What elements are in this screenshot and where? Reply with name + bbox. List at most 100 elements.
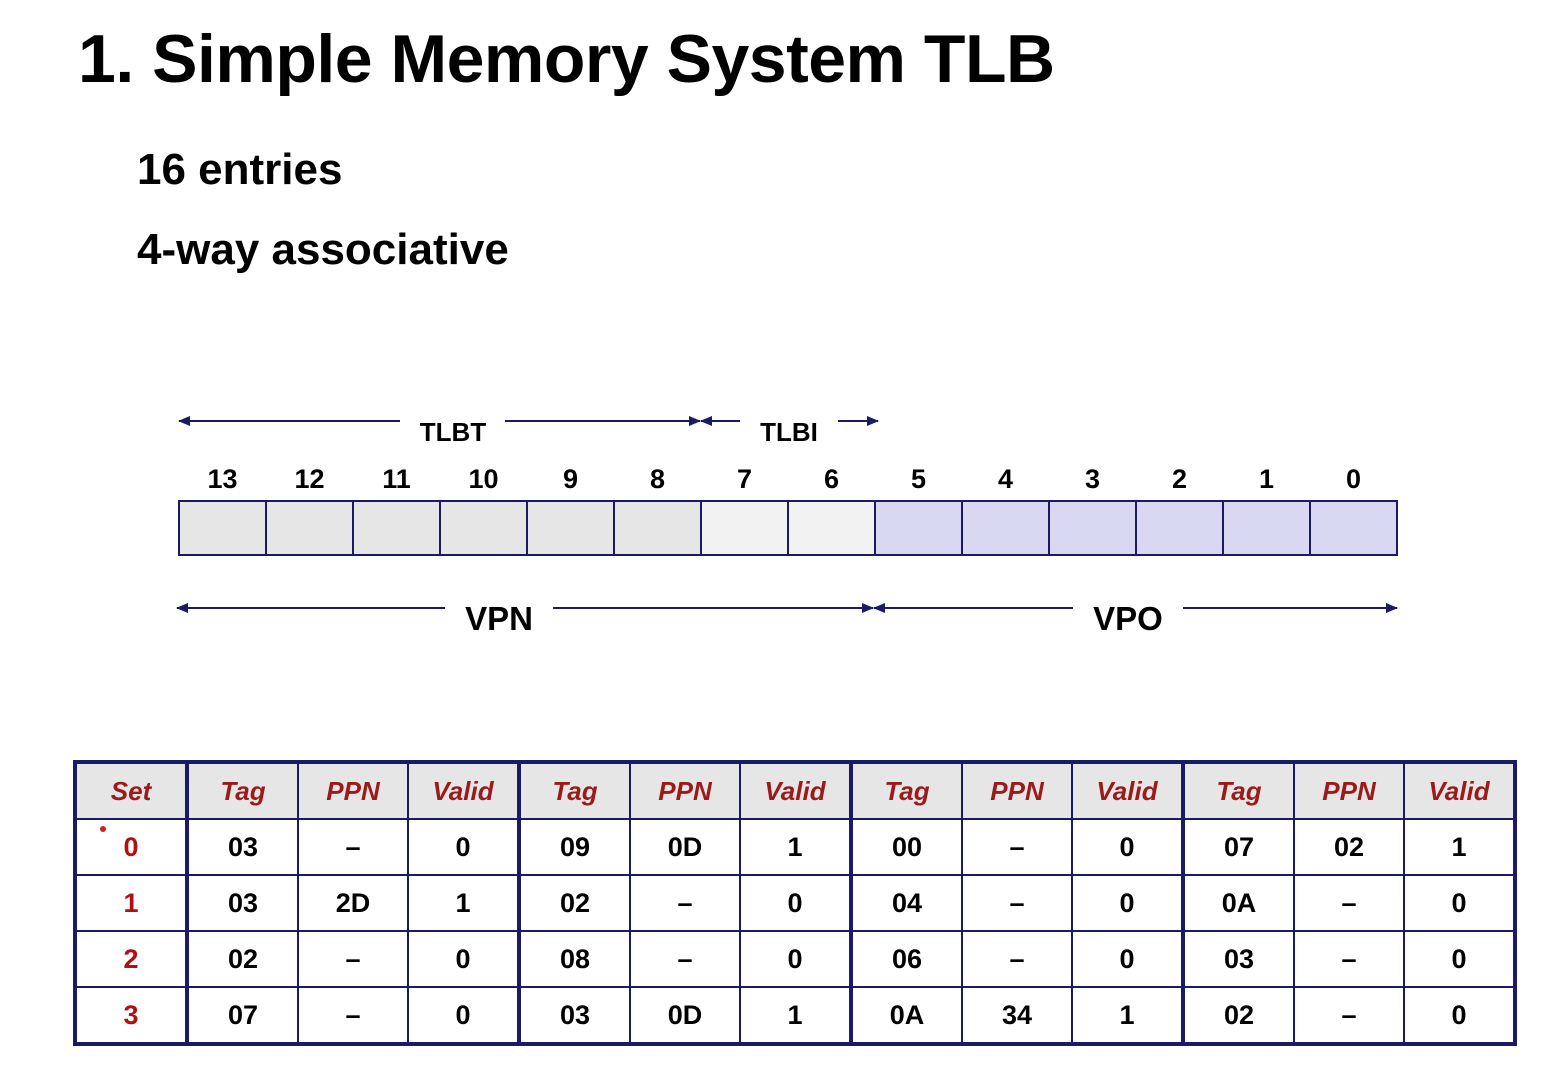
bit-number-4: 4 bbox=[998, 464, 1013, 494]
laser-dot bbox=[100, 826, 106, 832]
table-cell: – bbox=[1293, 874, 1405, 932]
table-cell: 02 bbox=[1293, 818, 1405, 876]
bit-cell-13 bbox=[178, 500, 267, 556]
table-cell: 02 bbox=[1182, 986, 1295, 1045]
tlbi-label: TLBI bbox=[760, 417, 818, 447]
col-header-valid: Valid bbox=[407, 761, 521, 820]
set-index-cell: 3 bbox=[74, 986, 189, 1045]
tlbt-label: TLBT bbox=[420, 417, 487, 447]
col-header-ppn: PPN bbox=[629, 761, 741, 820]
bit-cell-0 bbox=[1309, 500, 1398, 556]
col-header-tag: Tag bbox=[518, 761, 631, 820]
bit-number-10: 10 bbox=[468, 464, 498, 494]
col-header-valid: Valid bbox=[739, 761, 853, 820]
col-header-tag: Tag bbox=[1182, 761, 1295, 820]
table-cell: – bbox=[297, 986, 409, 1045]
table-cell: 0 bbox=[1403, 986, 1516, 1045]
bit-cell-3 bbox=[1048, 500, 1137, 556]
table-cell: 2D bbox=[297, 874, 409, 932]
bit-cell-2 bbox=[1135, 500, 1224, 556]
table-cell: 0 bbox=[407, 986, 521, 1045]
bit-cell-9 bbox=[526, 500, 615, 556]
table-cell: 0 bbox=[1071, 874, 1185, 932]
table-cell: – bbox=[961, 930, 1073, 988]
table-cell: – bbox=[961, 874, 1073, 932]
vpo-arrow: VPO bbox=[873, 600, 1398, 637]
table-cell: – bbox=[1293, 930, 1405, 988]
table-cell: 1 bbox=[1403, 818, 1516, 876]
table-cell: 04 bbox=[850, 874, 963, 932]
table-cell: – bbox=[297, 930, 409, 988]
set-index-cell: 2 bbox=[74, 930, 189, 988]
bit-number-6: 6 bbox=[824, 464, 839, 494]
tlbt-arrow: TLBT bbox=[178, 416, 701, 447]
table-cell: 02 bbox=[518, 874, 631, 932]
table-cell: – bbox=[1293, 986, 1405, 1045]
vpn-label: VPN bbox=[465, 600, 533, 637]
bit-number-3: 3 bbox=[1085, 464, 1100, 494]
col-header-valid: Valid bbox=[1071, 761, 1185, 820]
bit-cell-11 bbox=[352, 500, 441, 556]
table-cell: 0 bbox=[1403, 874, 1516, 932]
table-cell: 0A bbox=[850, 986, 963, 1045]
col-header-set: Set bbox=[74, 761, 189, 820]
bit-number-5: 5 bbox=[911, 464, 926, 494]
table-cell: – bbox=[629, 930, 741, 988]
col-header-tag: Tag bbox=[850, 761, 963, 820]
tlbi-arrow: TLBI bbox=[700, 416, 879, 447]
bit-number-9: 9 bbox=[563, 464, 578, 494]
page-title: 1. Simple Memory System TLB bbox=[78, 21, 1055, 97]
bit-cell-12 bbox=[265, 500, 354, 556]
col-header-ppn: PPN bbox=[297, 761, 409, 820]
table-cell: 0 bbox=[1071, 930, 1185, 988]
bit-cell-8 bbox=[613, 500, 702, 556]
table-cell: – bbox=[629, 874, 741, 932]
table-cell: 03 bbox=[186, 818, 299, 876]
table-cell: 06 bbox=[850, 930, 963, 988]
bit-cells bbox=[178, 500, 1398, 556]
bit-number-2: 2 bbox=[1172, 464, 1187, 494]
bit-number-13: 13 bbox=[207, 464, 237, 494]
set-index-cell: 1 bbox=[74, 874, 189, 932]
bit-number-7: 7 bbox=[737, 464, 752, 494]
table-cell: 0 bbox=[1403, 930, 1516, 988]
bit-number-0: 0 bbox=[1346, 464, 1361, 494]
table-cell: 34 bbox=[961, 986, 1073, 1045]
set-index-cell: 0 bbox=[74, 818, 189, 876]
bullet-associativity: 4-way associative bbox=[137, 225, 509, 274]
vpn-arrow: VPN bbox=[176, 600, 874, 637]
table-cell: 09 bbox=[518, 818, 631, 876]
col-header-ppn: PPN bbox=[961, 761, 1073, 820]
bit-cell-1 bbox=[1222, 500, 1311, 556]
bit-cell-10 bbox=[439, 500, 528, 556]
bit-number-11: 11 bbox=[382, 464, 411, 494]
table-cell: 08 bbox=[518, 930, 631, 988]
table-cell: 0 bbox=[407, 930, 521, 988]
vpo-label: VPO bbox=[1093, 600, 1163, 637]
table-cell: 07 bbox=[186, 986, 299, 1045]
table-cell: – bbox=[961, 818, 1073, 876]
table-cell: 0A bbox=[1182, 874, 1295, 932]
table-cell: 0 bbox=[739, 930, 853, 988]
bit-cell-4 bbox=[961, 500, 1050, 556]
table-cell: 1 bbox=[739, 818, 853, 876]
table-cell: 02 bbox=[186, 930, 299, 988]
col-header-tag: Tag bbox=[186, 761, 299, 820]
bit-number-12: 12 bbox=[294, 464, 324, 494]
bit-cell-7 bbox=[700, 500, 789, 556]
table-cell: 0D bbox=[629, 986, 741, 1045]
table-cell: 0 bbox=[1071, 818, 1185, 876]
table-cell: 0D bbox=[629, 818, 741, 876]
table-cell: 00 bbox=[850, 818, 963, 876]
table-cell: 0 bbox=[739, 874, 853, 932]
col-header-ppn: PPN bbox=[1293, 761, 1405, 820]
table-cell: – bbox=[297, 818, 409, 876]
